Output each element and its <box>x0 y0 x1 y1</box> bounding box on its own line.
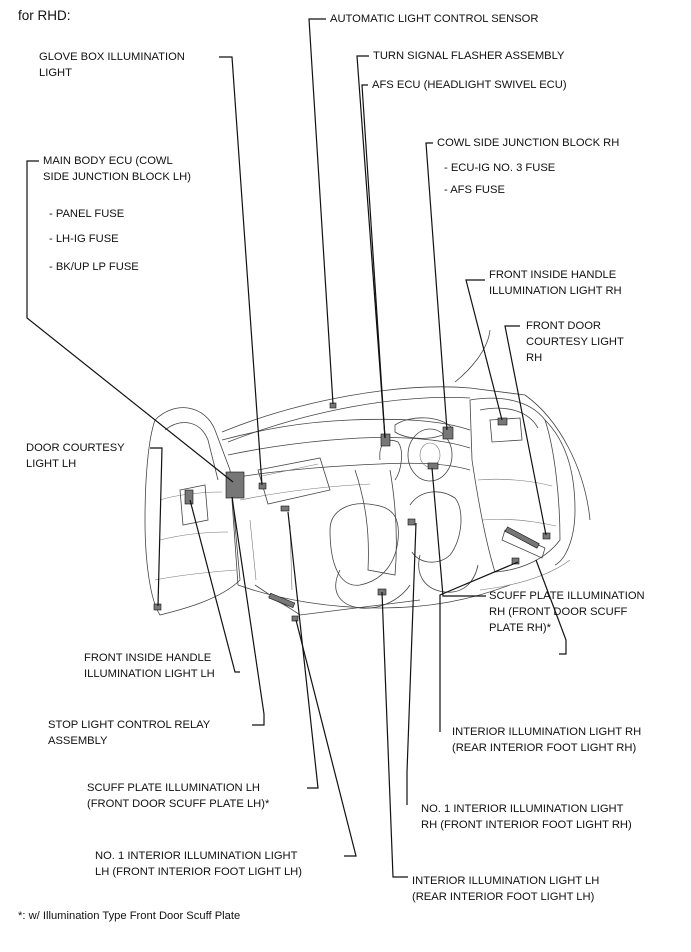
label-automatic-light-control-sensor: AUTOMATIC LIGHT CONTROL SENSOR <box>330 13 539 25</box>
label-panel-fuse: - PANEL FUSE <box>49 208 125 220</box>
label-interior-light-rh: INTERIOR ILLUMINATION LIGHT RH (REAR INT… <box>452 726 642 754</box>
main-body-ecu-marker <box>225 471 245 499</box>
component-markers <box>153 402 551 622</box>
glovebox-light-marker <box>258 482 267 490</box>
label-front-inside-handle-lh: FRONT INSIDE HANDLE ILLUMINATION LIGHT L… <box>84 652 215 680</box>
vehicle-sketch <box>144 329 591 616</box>
label-afs-ecu: AFS ECU (HEADLIGHT SWIVEL ECU) <box>372 79 567 91</box>
label-main-body-ecu: MAIN BODY ECU (COWL SIDE JUNCTION BLOCK … <box>43 155 191 183</box>
rear-foot-rh-marker <box>511 557 520 565</box>
label-ecu-ig-no3-fuse: - ECU-IG NO. 3 FUSE <box>444 162 556 174</box>
label-no1-interior-light-lh: NO. 1 INTERIOR ILLUMINATION LIGHT LH (FR… <box>95 850 302 878</box>
courtesy-rh-marker <box>542 532 551 540</box>
footnote: *: w/ Illumination Type Front Door Scuff… <box>18 910 241 922</box>
label-front-inside-handle-rh: FRONT INSIDE HANDLE ILLUMINATION LIGHT R… <box>489 269 622 297</box>
label-scuff-plate-rh: SCUFF PLATE ILLUMINATION RH (FRONT DOOR … <box>489 590 645 634</box>
page-title: for RHD: <box>18 8 71 23</box>
foot-rh-marker <box>407 518 416 526</box>
foot-lh-marker <box>291 615 299 622</box>
jb-rh-marker <box>427 462 439 470</box>
flasher-marker <box>380 433 391 447</box>
label-door-courtesy-lh: DOOR COURTESY LIGHT LH <box>26 442 125 470</box>
label-scuff-plate-lh: SCUFF PLATE ILLUMINATION LH (FRONT DOOR … <box>87 782 270 810</box>
scuff-rh-marker <box>504 526 540 549</box>
stop-relay-marker <box>280 505 290 512</box>
label-interior-light-lh: INTERIOR ILLUMINATION LIGHT LH (REAR INT… <box>412 875 600 903</box>
label-lh-ig-fuse: - LH-IG FUSE <box>49 233 119 245</box>
afs-ecu-marker <box>442 426 454 440</box>
label-front-door-courtesy-rh: FRONT DOOR COURTESY LIGHT RH <box>526 320 624 364</box>
label-stop-light-relay: STOP LIGHT CONTROL RELAY ASSEMBLY <box>48 719 211 747</box>
leader-lines <box>26 18 567 878</box>
handle-rh-marker <box>497 417 508 426</box>
label-turn-signal-flasher: TURN SIGNAL FLASHER ASSEMBLY <box>373 50 565 62</box>
label-glove-box-light: GLOVE BOX ILLUMINATION LIGHT <box>39 51 185 79</box>
scuff-lh-marker <box>268 592 296 609</box>
label-cowl-side-jb-rh: COWL SIDE JUNCTION BLOCK RH <box>437 137 620 149</box>
label-no1-interior-light-rh: NO. 1 INTERIOR ILLUMINATION LIGHT RH (FR… <box>421 803 632 831</box>
label-afs-fuse: - AFS FUSE <box>444 184 505 196</box>
handle-lh-marker <box>184 489 194 505</box>
label-bk-up-lp-fuse: - BK/UP LP FUSE <box>49 261 139 273</box>
